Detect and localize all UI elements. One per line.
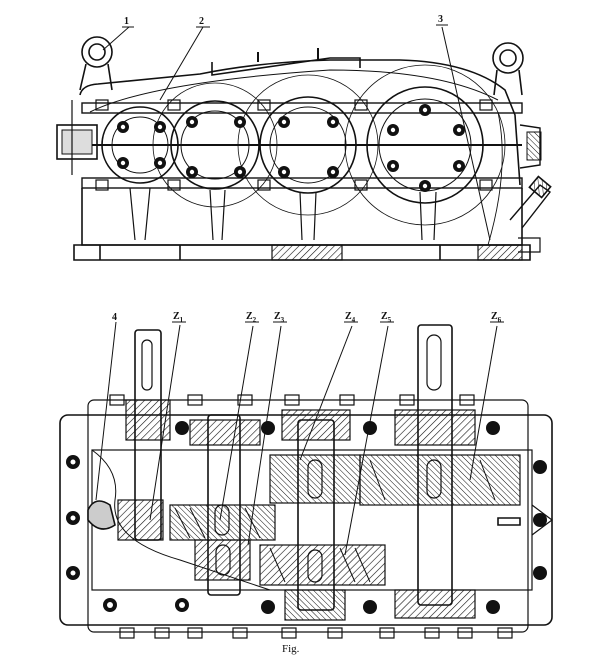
callout-z2: Z2 (246, 311, 257, 324)
figure-caption: Fig. (282, 643, 300, 655)
callout-3: 3 (438, 14, 443, 25)
intermediate-shaft-2 (259, 409, 386, 621)
housing-cover (79, 59, 521, 186)
callout-z5: Z5 (381, 311, 392, 324)
bearing-housing-1 (101, 106, 179, 184)
callout-1: 1 (124, 16, 129, 27)
elevation-view (56, 36, 552, 261)
elevation-leaders (102, 24, 491, 241)
input-shaft (117, 329, 171, 541)
bearing-housing-3 (237, 74, 379, 216)
bearing-housing-2 (152, 82, 278, 208)
lifting-eye-left (79, 36, 113, 91)
output-shaft (359, 324, 553, 619)
callout-z6: Z6 (491, 311, 502, 324)
callout-z1: Z1 (173, 311, 184, 324)
bolt-holes (117, 104, 465, 192)
plan-leaders (95, 321, 504, 556)
callout-z3: Z3 (274, 311, 285, 324)
callout-2: 2 (199, 16, 204, 27)
callout-z4: Z4 (345, 311, 356, 324)
bearing-housing-4 (344, 64, 506, 226)
callout-4: 4 (112, 312, 117, 323)
plan-view (59, 324, 553, 639)
lifting-eye-right (492, 42, 524, 96)
